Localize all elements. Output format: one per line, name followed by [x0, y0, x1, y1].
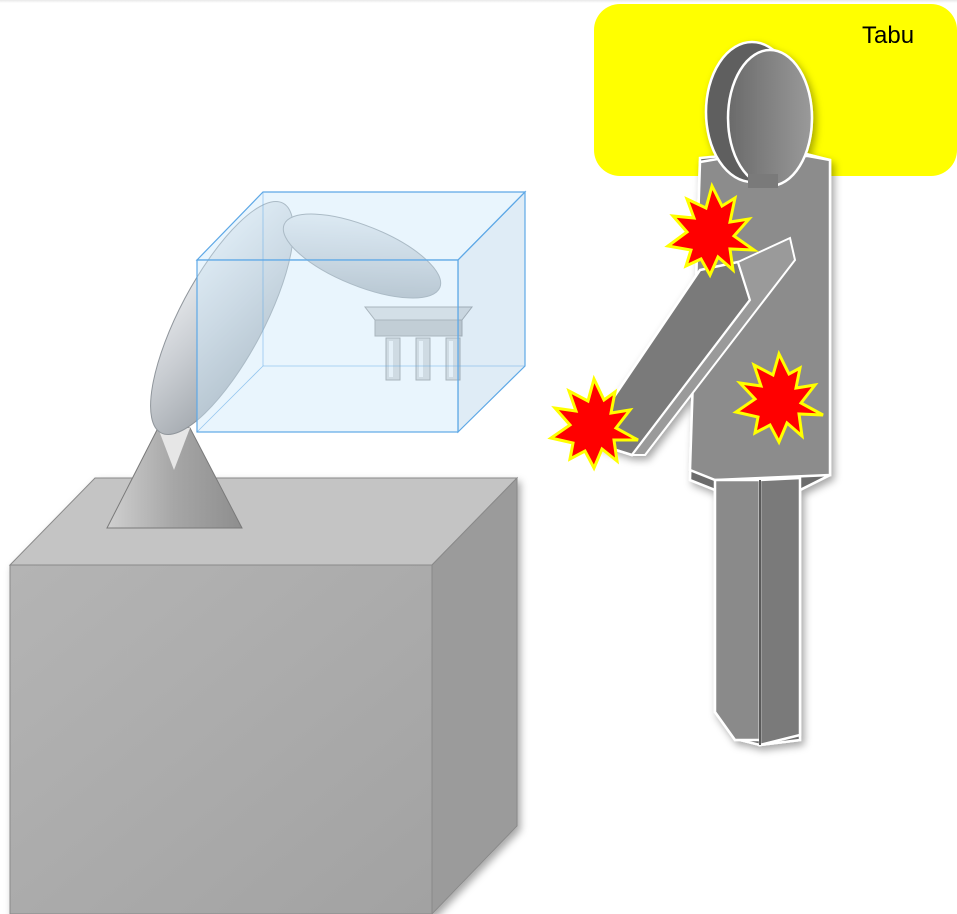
contact-star-hand: [547, 374, 639, 472]
workspace-box: [195, 190, 527, 434]
machine-base-box: [8, 476, 519, 914]
contact-star-hip: [732, 349, 824, 446]
tabu-zone-label: Tabu: [862, 22, 915, 49]
robot-gripper: [363, 306, 474, 381]
contact-star-shoulder: [664, 181, 760, 279]
